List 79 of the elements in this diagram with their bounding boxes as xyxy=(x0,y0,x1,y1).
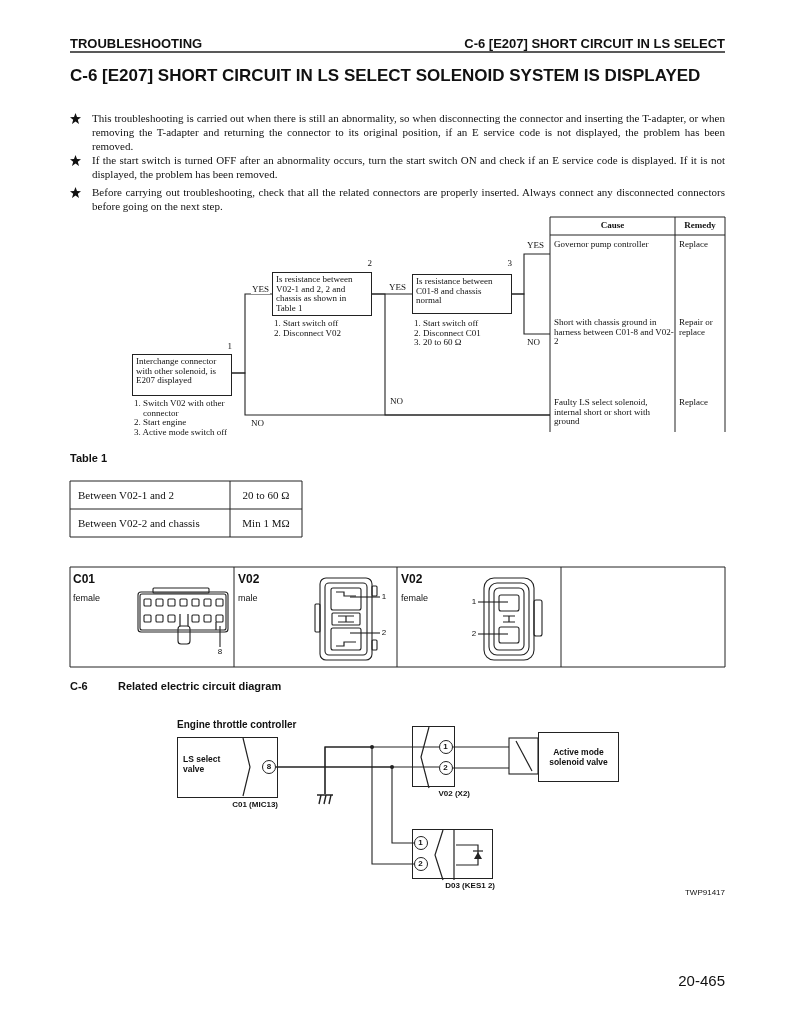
leader-line xyxy=(349,596,381,598)
note-text: This troubleshooting is carried out when there is still an abnormality, so when disconnecting the connector and inserting the T-adapter, or when removing the T-adapter and returning the connector to its original position, if an E service code is not displayed, the problem has been removed. xyxy=(92,111,725,153)
component-name: LS select valve xyxy=(183,754,222,774)
table-text: Between V02-1 and 2 xyxy=(78,488,176,502)
pin-number: 8 xyxy=(216,647,224,657)
connector-label: V02 (X2) xyxy=(437,789,470,799)
note-text: If the start switch is turned OFF after an abnormality occurs, turn the start switch ON and check if an E service code is displayed. If it is not displayed, the problem has been removed. xyxy=(92,153,725,181)
leader-line xyxy=(349,632,381,634)
pin-number: 2 xyxy=(438,760,453,775)
edge-label: YES xyxy=(526,240,545,250)
cause-text: Governor pump controller xyxy=(554,240,650,250)
leader-line xyxy=(477,633,509,635)
decision-box: Is resistance between C01-8 and chassis normal xyxy=(412,274,512,314)
column-header: Remedy xyxy=(683,220,717,231)
step-number: 2 xyxy=(366,258,372,268)
remedy-text: Repair or replace xyxy=(679,318,714,337)
connector-type: female xyxy=(73,593,101,604)
edge-label: YES xyxy=(388,282,407,292)
flow-line xyxy=(511,293,551,335)
pin-number: 8 xyxy=(262,760,276,774)
connector-box xyxy=(412,829,493,879)
step-number: 3 xyxy=(506,258,512,268)
table-text: Min 1 MΩ xyxy=(241,516,291,530)
pin-number: 1 xyxy=(470,597,478,607)
step-number: 1 xyxy=(226,341,232,351)
running-header: C-6 [E207] SHORT CIRCUIT IN LS SELECT xyxy=(463,36,725,51)
edge-label: NO xyxy=(389,396,404,406)
connector-drawing xyxy=(136,586,230,646)
figure-code: TWP91417 xyxy=(683,888,725,897)
pin-number: 1 xyxy=(380,592,388,602)
running-header: TROUBLESHOOTING xyxy=(70,36,204,51)
wire xyxy=(275,766,415,844)
pin-number: 1 xyxy=(413,835,428,850)
step-instruction: 2. Start engine xyxy=(134,418,188,428)
wire xyxy=(324,746,415,865)
edge-label: YES xyxy=(251,284,270,294)
step-instruction: 3. Active mode switch off xyxy=(134,427,229,437)
connector-name: V02 xyxy=(238,572,261,586)
step-instruction: 1. Switch V02 with other connector xyxy=(134,399,226,418)
connector-name: V02 xyxy=(401,572,424,586)
table-title: Table 1 xyxy=(70,452,109,465)
pin-number: 2 xyxy=(413,856,428,871)
decision-box: Interchange connector with other solenoid, is E207 displayed xyxy=(132,354,232,396)
column-header: Cause xyxy=(599,220,626,231)
pin-number: 2 xyxy=(380,628,388,638)
step-instruction: 1. Start switch off xyxy=(414,319,480,329)
leader-line xyxy=(219,625,221,648)
solenoid-valve-box: Active mode solenoid valve xyxy=(538,732,619,782)
connector-type: male xyxy=(238,593,259,604)
connector-box xyxy=(412,726,455,787)
ground-symbol xyxy=(316,794,334,806)
flow-line xyxy=(371,293,551,416)
step-instruction: 3. 20 to 60 Ω xyxy=(414,338,463,348)
cause-text: Short with chassis ground in harness between C01-8 and V02-2 xyxy=(554,318,675,347)
page-title: C-6 [E207] SHORT CIRCUIT IN LS SELECT SOLENOID SYSTEM IS DISPLAYED xyxy=(70,68,702,83)
cause-text: Faulty LS select solenoid, internal short or short with ground xyxy=(554,398,651,427)
step-instruction: 1. Start switch off xyxy=(274,319,340,329)
pin-number: 2 xyxy=(470,629,478,639)
pin-number: 1 xyxy=(438,739,453,754)
table-text: 20 to 60 Ω xyxy=(241,488,291,502)
component-heading: Engine throttle controller xyxy=(177,719,298,731)
connector-label: C01 (MIC13) xyxy=(231,800,278,810)
note-text: Before carrying out troubleshooting, check that all the related connectors are properly inserted. Always connect any disconnected connectors before going on the next step. xyxy=(92,185,725,213)
remedy-text: Replace xyxy=(679,240,709,250)
edge-label: NO xyxy=(250,418,265,428)
remedy-text: Replace xyxy=(679,398,709,408)
connector-drawing xyxy=(482,576,544,662)
step-instruction: 2. Disconnect C01 xyxy=(414,328,482,338)
section-title: Related electric circuit diagram xyxy=(118,680,283,693)
edge-label: NO xyxy=(526,337,541,347)
connector-name: C01 xyxy=(73,572,96,586)
decision-box: Is resistance between V02-1 and 2, 2 and chassis as shown in Table 1 xyxy=(272,272,372,316)
connector-label: D03 (KES1 2) xyxy=(444,881,495,891)
connector-type: female xyxy=(401,593,429,604)
section-number: C-6 xyxy=(70,680,89,693)
page-number: 20-465 xyxy=(677,972,725,989)
table-text: Between V02-2 and chassis xyxy=(78,516,201,530)
step-instruction: 2. Disconnect V02 xyxy=(274,328,343,338)
leader-line xyxy=(477,601,509,603)
